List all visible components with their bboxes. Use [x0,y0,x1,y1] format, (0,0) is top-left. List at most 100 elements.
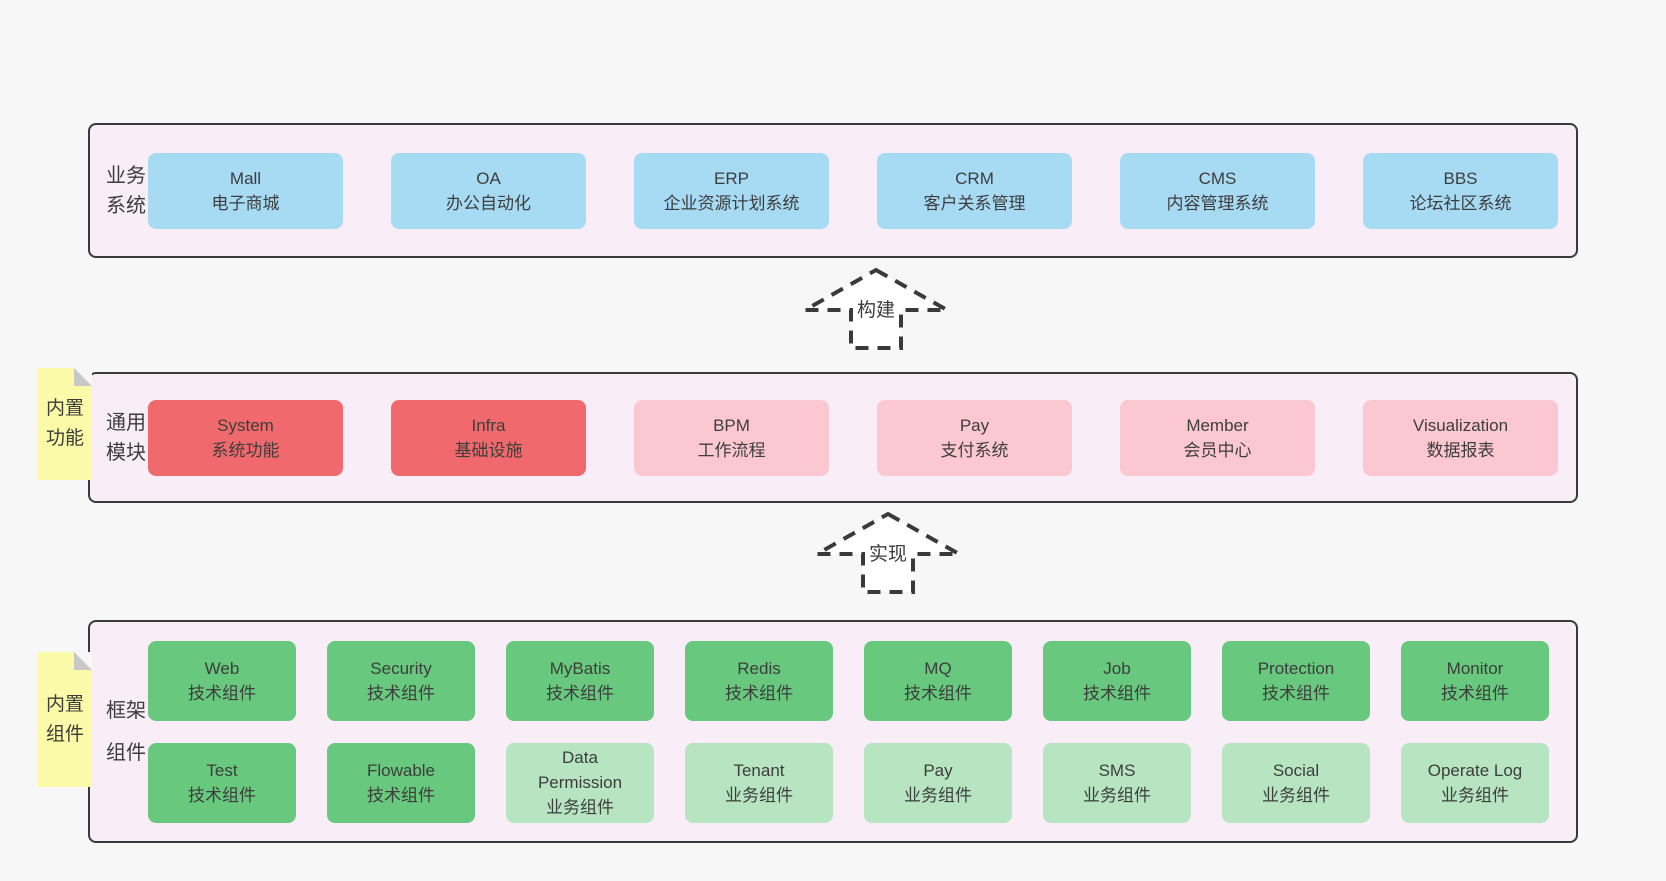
section-business-systems: 业务系统 Mall 电子商城 OA 办公自动化 ERP 企业资源计划系统 CRM… [88,123,1578,258]
section-label: 业务系统 [106,164,146,217]
box-title: Job [1103,658,1131,678]
box-title: Member [1186,415,1249,435]
box-title: Data Permission [537,748,623,792]
box-title: ERP [714,168,749,188]
box-subtitle: 内容管理系统 [1166,193,1269,213]
box-subtitle: 系统功能 [211,440,280,460]
box-title: Tenant [733,760,785,780]
box-crm: CRM 客户关系管理 [877,152,1072,229]
box-subtitle: 业务组件 [546,798,614,817]
note-label: 内置功能 [45,398,84,449]
box-pay-component: Pay 业务组件 [864,742,1012,823]
box-title: Redis [737,658,781,678]
box-subtitle: 支付系统 [940,440,1009,460]
box-subtitle: 技术组件 [1441,683,1509,703]
box-system: System 系统功能 [148,399,343,476]
box-subtitle: 电子商城 [211,193,280,213]
box-title: Pay [959,415,990,435]
arrow-implement: 实现 [813,510,963,596]
box-subtitle: 论坛社区系统 [1409,193,1512,213]
box-title: Flowable [366,760,436,780]
box-title: SMS [1098,760,1136,780]
box-pay-module: Pay 支付系统 [877,399,1072,476]
box-title: Visualization [1412,415,1509,435]
box-subtitle: 业务组件 [904,785,972,805]
box-tenant: Tenant 业务组件 [685,742,833,823]
arrow-build: 构建 [801,266,951,352]
box-cms: CMS 内容管理系统 [1120,152,1315,229]
box-subtitle: 技术组件 [904,683,972,703]
box-title: Security [370,658,432,678]
box-title: Mall [229,168,262,188]
business-boxes-row: Mall 电子商城 OA 办公自动化 ERP 企业资源计划系统 CRM 客户关系… [148,152,1558,229]
box-title: Pay [923,760,953,780]
box-social: Social 业务组件 [1222,742,1370,823]
box-member: Member 会员中心 [1120,399,1315,476]
box-subtitle: 业务组件 [1441,785,1509,805]
box-subtitle: 企业资源计划系统 [663,193,800,213]
box-oa: OA 办公自动化 [391,152,586,229]
box-title: System [217,415,274,435]
box-subtitle: 技术组件 [188,785,256,805]
box-title: MyBatis [549,658,611,678]
box-subtitle: 技术组件 [188,683,256,703]
box-mybatis: MyBatis 技术组件 [506,640,654,721]
box-subtitle: 会员中心 [1183,440,1252,460]
box-title: Protection [1257,658,1335,678]
box-title: MQ [924,658,952,678]
box-subtitle: 技术组件 [367,683,435,703]
box-subtitle: 技术组件 [1262,683,1330,703]
note-label: 内置组件 [45,693,84,745]
folded-corner-icon [74,368,92,386]
box-subtitle: 业务组件 [1262,785,1330,805]
box-title: CMS [1198,168,1237,188]
modules-boxes-row: System 系统功能 Infra 基础设施 BPM 工作流程 Pay 支付系统… [148,399,1558,476]
box-title: Monitor [1446,658,1504,678]
box-security: Security 技术组件 [327,640,475,721]
note-built-in-features: 内置功能 [38,368,92,480]
box-title: OA [476,168,501,188]
box-subtitle: 基础设施 [454,440,523,460]
components-grid: Web 技术组件 Security 技术组件 MyBatis 技术组件 Redi… [148,640,1549,823]
box-subtitle: 工作流程 [697,440,766,460]
box-title: Infra [471,415,506,435]
box-flowable: Flowable 技术组件 [327,742,475,823]
box-protection: Protection 技术组件 [1222,640,1370,721]
section-common-modules: 通用模块 System 系统功能 Infra 基础设施 BPM 工作流程 Pay… [88,372,1578,503]
note-built-in-components: 内置组件 [38,652,92,787]
box-infra: Infra 基础设施 [391,399,586,476]
arrow-label: 构建 [853,298,899,324]
box-monitor: Monitor 技术组件 [1401,640,1549,721]
box-title: Web [204,658,240,678]
box-erp: ERP 企业资源计划系统 [634,152,829,229]
arrow-label: 实现 [865,542,911,568]
box-subtitle: 业务组件 [725,785,793,805]
box-subtitle: 业务组件 [1083,785,1151,805]
box-bbs: BBS 论坛社区系统 [1363,152,1558,229]
box-test: Test 技术组件 [148,742,296,823]
section-label: 框架组件 [106,699,146,764]
box-subtitle: 办公自动化 [446,193,531,213]
box-subtitle: 技术组件 [1083,683,1151,703]
box-title: Test [206,760,238,780]
box-data-permission: Data Permission 业务组件 [506,742,654,823]
box-mall: Mall 电子商城 [148,152,343,229]
box-title: BPM [713,415,750,435]
components-row-2: Test 技术组件 Flowable 技术组件 Data Permission … [148,742,1549,823]
box-title: Social [1272,760,1320,780]
section-label: 通用模块 [106,411,146,464]
box-mq: MQ 技术组件 [864,640,1012,721]
components-row-1: Web 技术组件 Security 技术组件 MyBatis 技术组件 Redi… [148,640,1549,721]
box-bpm: BPM 工作流程 [634,399,829,476]
box-subtitle: 客户关系管理 [923,193,1026,213]
box-visualization: Visualization 数据报表 [1363,399,1558,476]
box-job: Job 技术组件 [1043,640,1191,721]
box-redis: Redis 技术组件 [685,640,833,721]
box-web: Web 技术组件 [148,640,296,721]
section-framework-components: 框架组件 Web 技术组件 Security 技术组件 MyBatis 技术组件… [88,620,1578,843]
box-subtitle: 技术组件 [367,785,435,805]
box-title: Operate Log [1427,760,1523,780]
box-operate-log: Operate Log 业务组件 [1401,742,1549,823]
folded-corner-icon [74,652,92,670]
